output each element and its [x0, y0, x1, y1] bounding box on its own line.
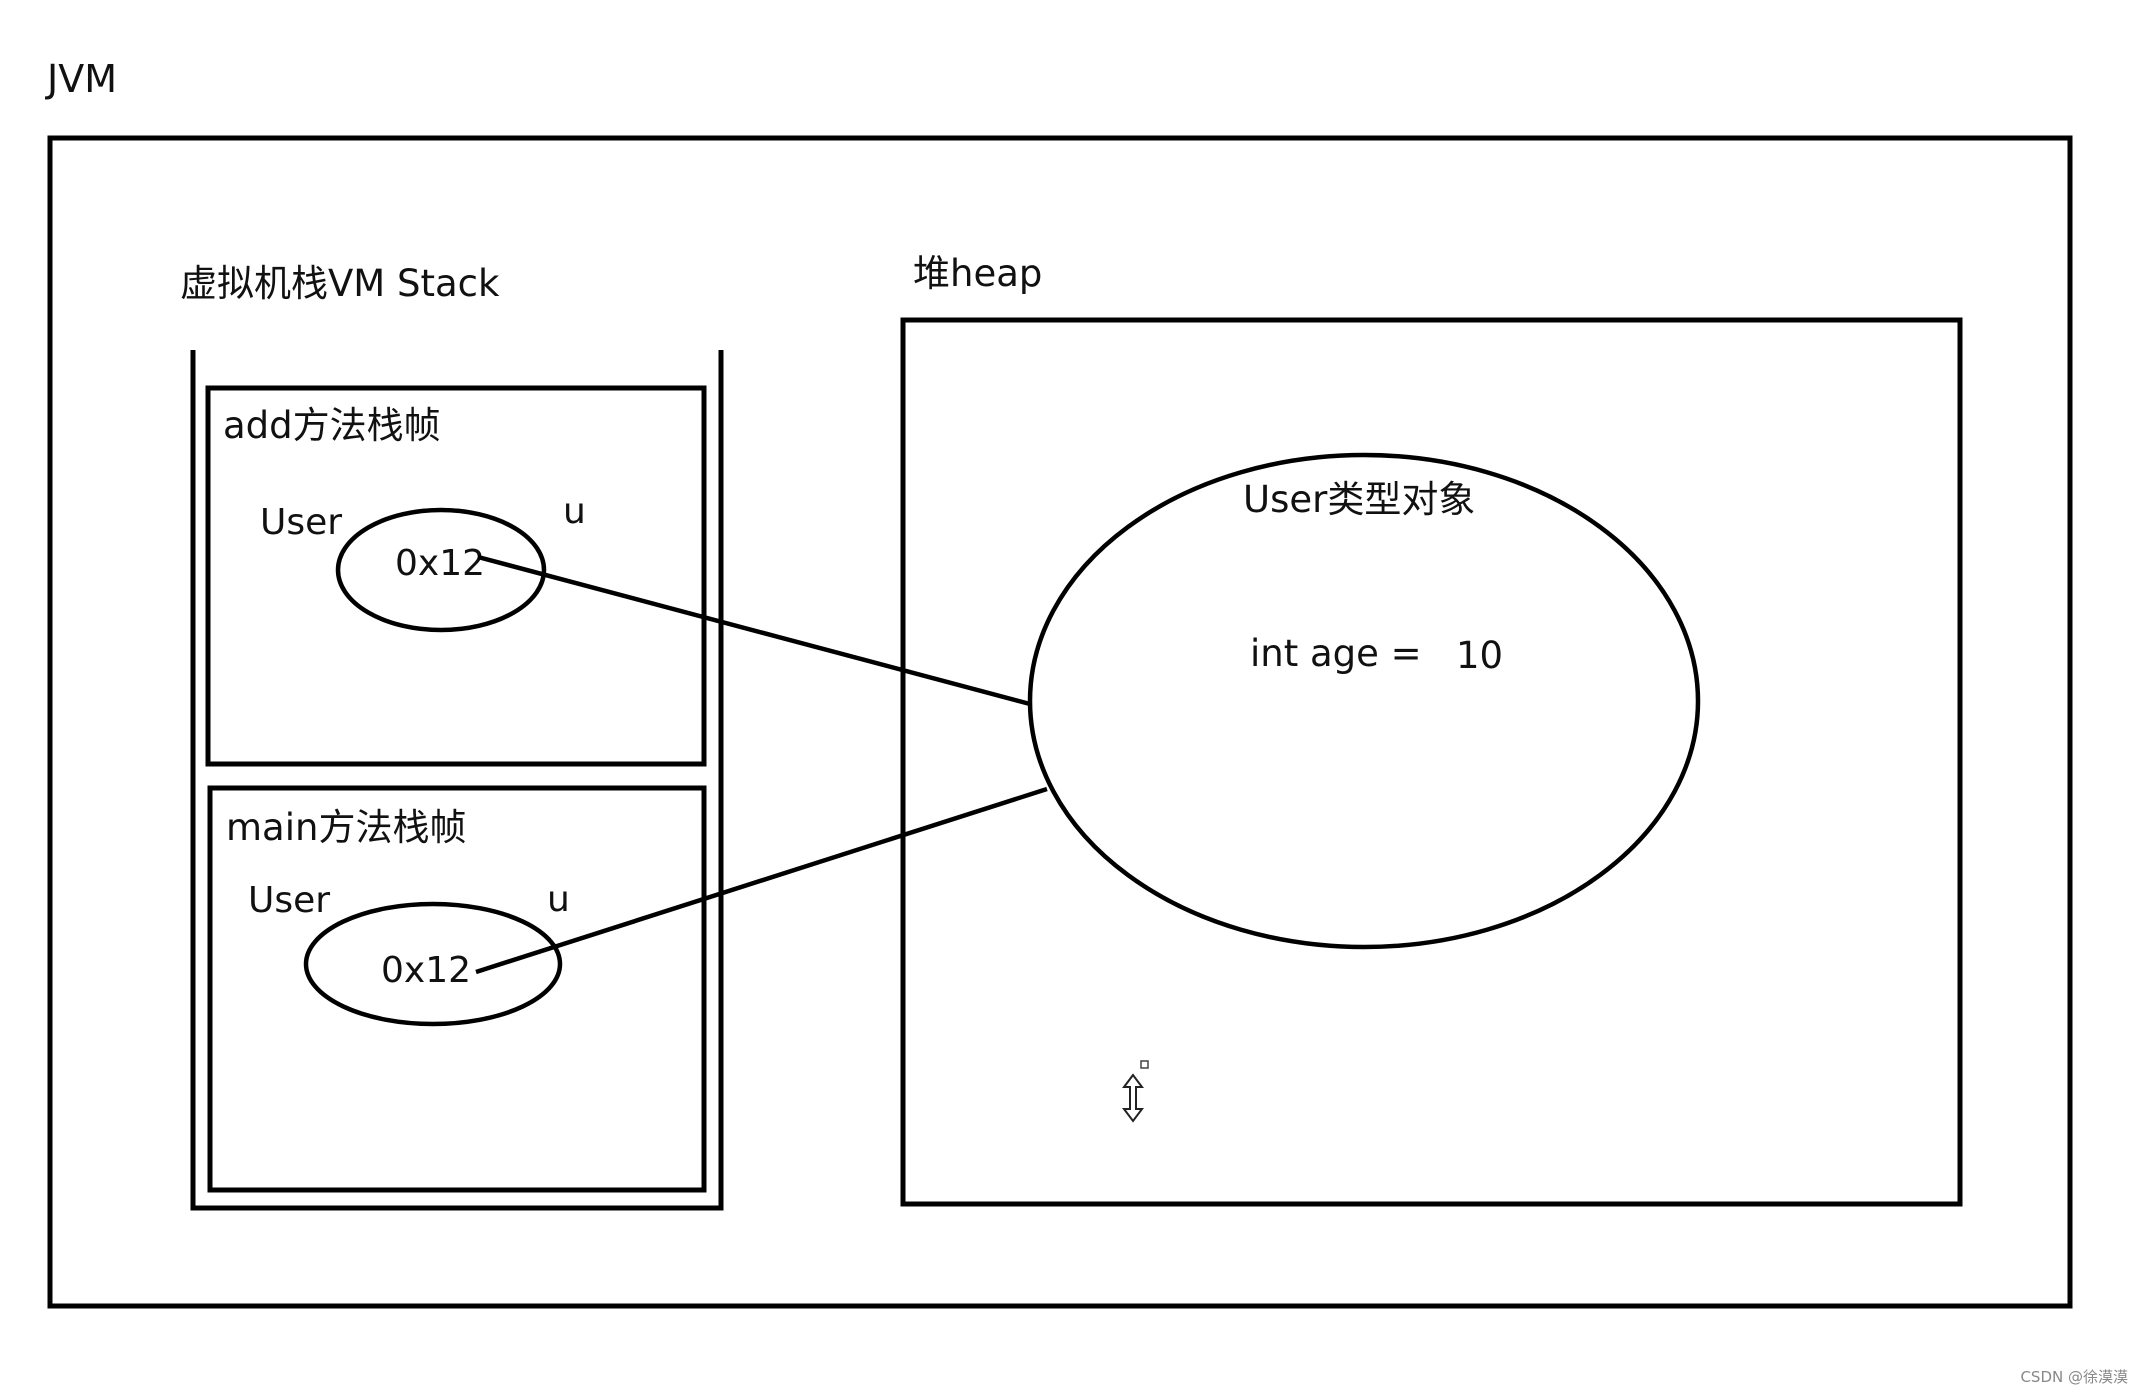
user-object-field: int age = [1250, 632, 1422, 675]
vm-stack-container [190, 350, 724, 1211]
jvm-box [47, 135, 2073, 1309]
add-frame-type-label: User [260, 502, 342, 543]
main-frame-title: main方法栈帧 [226, 806, 466, 849]
main-frame-box [207, 785, 707, 1193]
add-frame-reference-value: 0x12 [395, 543, 485, 584]
add-frame-pointer-line [477, 554, 1031, 707]
main-frame-reference-value: 0x12 [381, 950, 471, 991]
watermark: CSDN @徐漠漠 [2020, 1368, 2128, 1386]
add-frame-title: add方法栈帧 [223, 404, 441, 447]
main-frame-type-label: User [248, 880, 330, 921]
heap-title: 堆heap [913, 252, 1042, 295]
user-object-title: User类型对象 [1243, 478, 1475, 521]
add-frame-var-label: u [563, 491, 586, 532]
heap-box [900, 317, 1963, 1207]
user-object-field-value: 10 [1456, 634, 1503, 677]
main-frame-pointer-line [475, 786, 1048, 975]
vertical-resize-cursor-icon [1122, 1060, 1149, 1123]
jvm-label: JVM [45, 57, 117, 101]
add-frame-box [205, 385, 707, 767]
main-frame-var-label: u [547, 879, 570, 920]
main-frame-reference-ellipse [303, 901, 563, 1027]
user-object-ellipse [1027, 452, 1701, 950]
add-frame-reference-ellipse [335, 507, 547, 633]
vm-stack-title: 虚拟机栈VM Stack [180, 262, 500, 305]
